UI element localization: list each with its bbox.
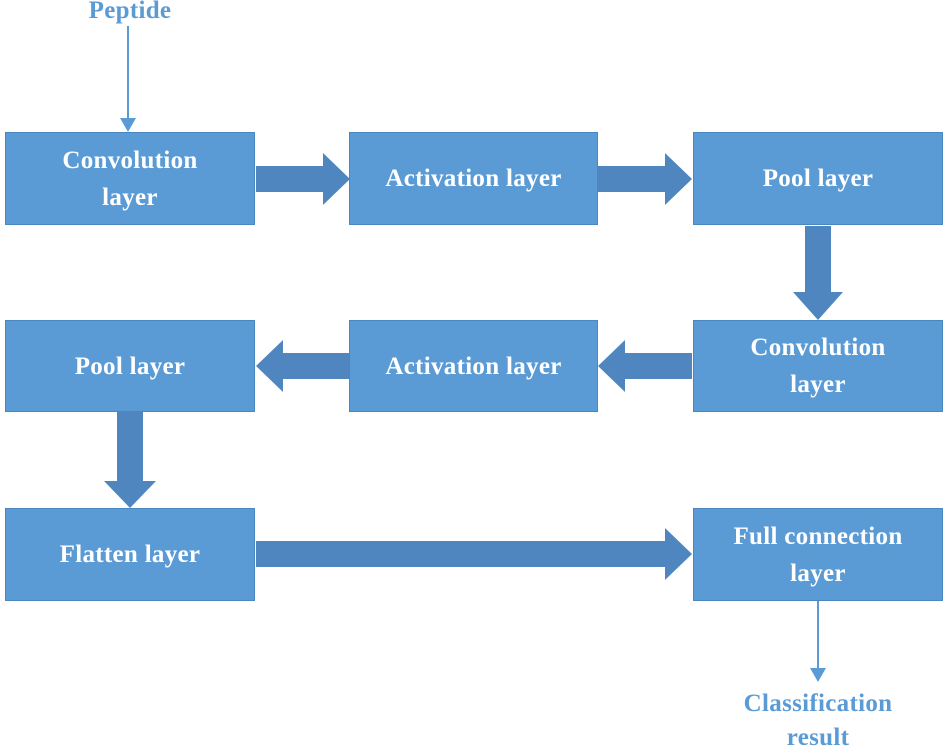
node-act1-label: Activation layer	[385, 165, 562, 192]
node-pool2-label: Pool layer	[74, 352, 186, 380]
arrow-conv2-to-act2	[598, 340, 692, 392]
node-fc-line2: layer	[790, 559, 846, 587]
node-activation-layer-2: Activation layer	[349, 320, 598, 412]
output-label-classification-result: Classification result	[700, 687, 936, 755]
node-conv1-line1: Convolution	[62, 146, 198, 174]
node-pool-layer-2: Pool layer	[5, 320, 255, 412]
input-arrow	[120, 26, 136, 132]
node-conv1-line2: layer	[102, 183, 158, 211]
node-full-connection-layer: Full connection layer	[693, 508, 943, 601]
node-pool-layer-1: Pool layer	[693, 132, 943, 225]
arrow-flatten-to-fc	[256, 528, 692, 580]
node-convolution-layer-2: Convolution layer	[693, 320, 943, 412]
node-convolution-layer-1: Convolution layer	[5, 132, 255, 225]
node-flatten-layer: Flatten layer	[5, 508, 255, 601]
input-label-peptide: Peptide	[88, 0, 172, 24]
arrow-pool1-to-conv2	[793, 226, 843, 320]
output-arrow	[810, 601, 826, 682]
node-conv2-line1: Convolution	[750, 334, 886, 361]
arrow-act2-to-pool2	[256, 340, 350, 392]
output-label-line1: Classification	[743, 690, 893, 717]
node-activation-layer-1: Activation layer	[349, 132, 598, 225]
arrow-act1-to-pool1	[598, 153, 692, 205]
arrow-conv1-to-act1	[256, 153, 350, 205]
node-flatten-label: Flatten layer	[59, 541, 201, 568]
node-pool1-label: Pool layer	[762, 165, 874, 192]
node-fc-line1: Full connection	[733, 522, 903, 550]
arrow-pool2-to-flatten	[104, 412, 156, 508]
node-conv2-line2: layer	[790, 371, 846, 398]
node-act2-label: Activation layer	[385, 352, 562, 380]
output-label-line2: result	[786, 724, 850, 751]
